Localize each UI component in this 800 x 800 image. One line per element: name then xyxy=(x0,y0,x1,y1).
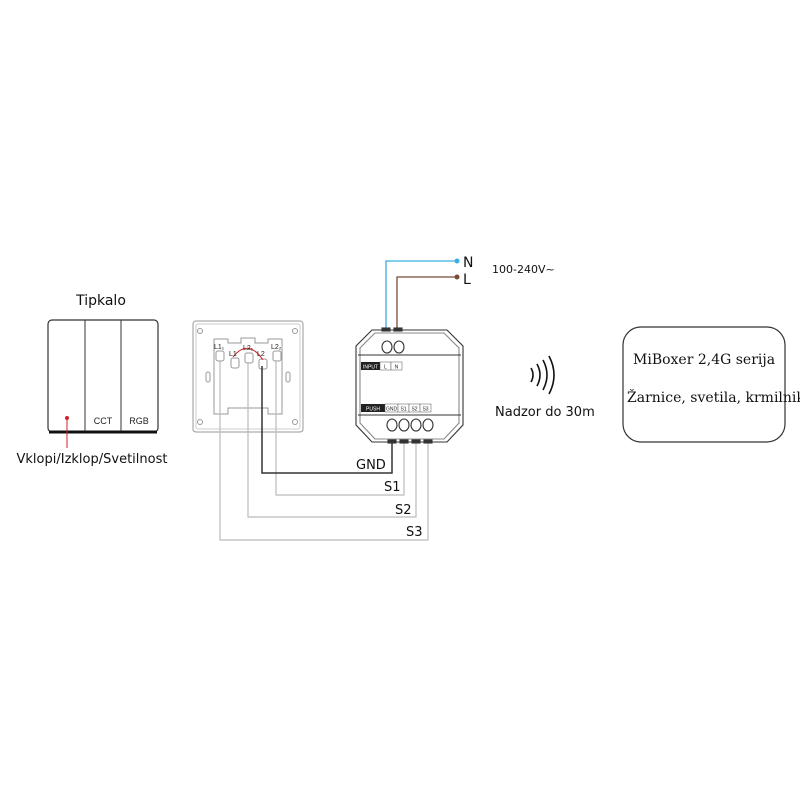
wire-gnd xyxy=(261,366,393,474)
key-rgb-label: RGB xyxy=(129,416,149,426)
wire-s2 xyxy=(247,362,417,518)
terminal-l2: L2 xyxy=(257,351,265,358)
input-label-box xyxy=(361,362,380,370)
wire-s3 xyxy=(219,360,429,541)
switch-panel: CCT RGB xyxy=(47,319,159,448)
wire-l xyxy=(396,276,457,330)
receiver-box xyxy=(622,326,786,443)
terminal-l2-1: L2₁ xyxy=(243,345,254,352)
input-label: INPUT xyxy=(363,365,378,371)
key-cct-label: CCT xyxy=(94,416,113,426)
wireless-signal-icon xyxy=(530,355,555,395)
input-term-l: L xyxy=(384,365,387,371)
push-term-s3: S3 xyxy=(422,407,428,413)
switch-title: Tipkalo xyxy=(75,293,126,309)
receiver-line2: Žarnice, svetila, krmilniki xyxy=(627,388,800,406)
push-term-s2: S2 xyxy=(411,407,417,413)
wire-s1 xyxy=(275,360,405,496)
miboxer-module xyxy=(355,327,464,444)
wire-gnd-label: GND xyxy=(356,458,386,473)
mains-l-label: L xyxy=(463,272,471,288)
range-label: Nadzor do 30m xyxy=(495,405,595,420)
switch-callout: Vklopi/Izklop/Svetilnost xyxy=(17,452,168,467)
receiver-line1: MiBoxer 2,4G serija xyxy=(633,352,775,368)
l-terminal-dot xyxy=(454,274,460,280)
input-term-n: N xyxy=(395,365,399,371)
wire-n xyxy=(385,260,457,330)
n-terminal-dot xyxy=(454,258,460,264)
wire-s1-label: S1 xyxy=(384,480,401,495)
push-label-box xyxy=(361,404,385,412)
terminal-l2-2: L2₂ xyxy=(271,344,282,351)
wire-s2-label: S2 xyxy=(395,503,412,518)
jumper-wire xyxy=(232,347,264,361)
wire-s3-label: S3 xyxy=(406,525,423,540)
terminal-l1-1: L1₁ xyxy=(214,344,225,351)
voltage-label: 100-240V~ xyxy=(492,263,555,276)
push-term-s1: S1 xyxy=(400,407,406,413)
mains-n-label: N xyxy=(463,255,473,271)
terminal-l1: L1 xyxy=(229,351,237,358)
push-term-gnd: GND xyxy=(386,407,398,413)
push-label: PUSH xyxy=(366,407,380,413)
